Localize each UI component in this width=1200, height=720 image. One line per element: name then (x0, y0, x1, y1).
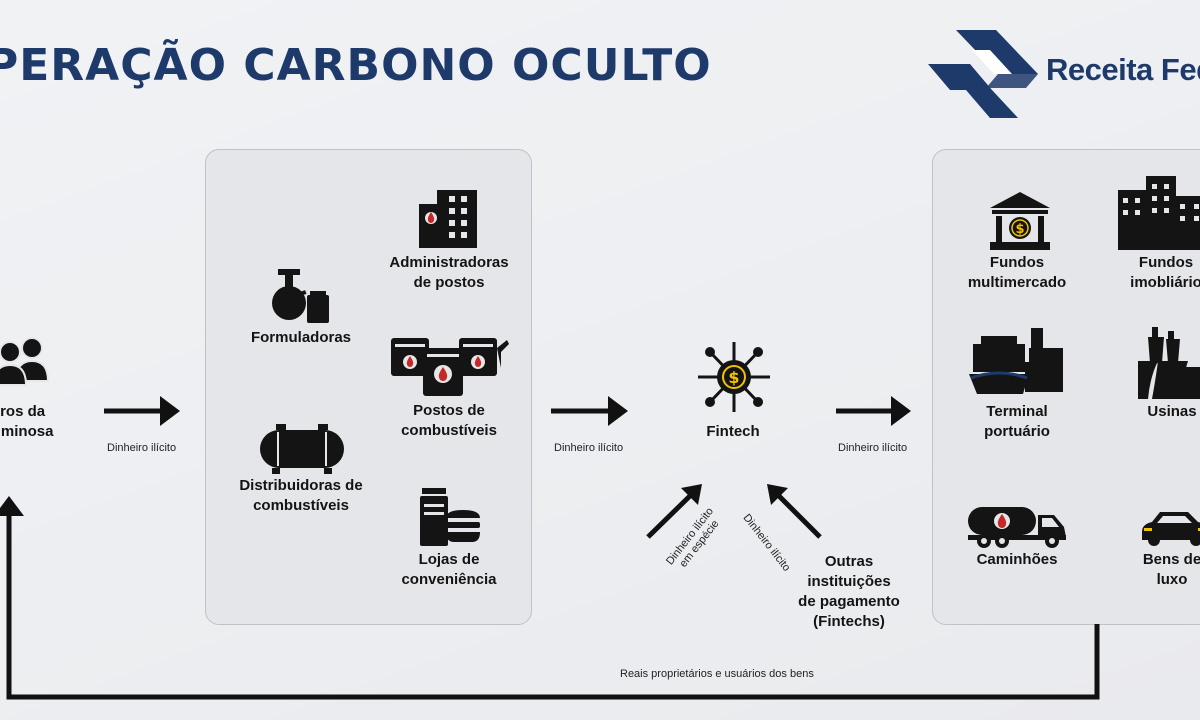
buildings-icon (1118, 176, 1200, 250)
edge-label-dinheiro-3: Dinheiro ilícito (838, 442, 908, 454)
lab-flask-icon (272, 269, 329, 323)
node-membros: oros da criminosa (0, 403, 54, 440)
node-terminal: Terminal portuário (984, 403, 1050, 440)
node-usinas: Usinas (1147, 403, 1197, 420)
office-building-icon (419, 190, 477, 248)
fuel-tank-icon (260, 424, 344, 474)
companies-panel (205, 149, 532, 625)
node-fundos-imobiliario: Fundos imobliário (1130, 254, 1200, 291)
logo-text: Receita Fed (1046, 52, 1200, 87)
svg-text:$: $ (1015, 222, 1024, 237)
edge-label-dinheiro-1: Dinheiro ilícito (107, 442, 177, 454)
luxury-car-icon (1142, 512, 1200, 546)
edge-label-reais: Reais proprietários e usuários dos bens (620, 668, 814, 680)
bank-building-icon: $ (990, 192, 1050, 250)
power-plant-icon (1138, 327, 1200, 399)
node-fundos-multimercado: Fundos multimercado (967, 254, 1067, 291)
page-title: PERAÇÃO CARBONO OCULTO (0, 40, 712, 91)
node-distribuidoras: Distribuidoras de combustíveis (239, 477, 363, 514)
gas-station-icon (391, 338, 509, 396)
tanker-truck-icon (968, 507, 1066, 548)
convenience-store-icon (420, 488, 480, 546)
node-bens-luxo: Bens de luxo (1142, 551, 1200, 588)
edge-label-dinheiro-2: Dinheiro ilícito (554, 442, 624, 454)
node-formuladoras: Formuladoras (250, 329, 352, 346)
fintech-network-icon: $ (698, 342, 770, 412)
node-outras-instituicoes: Outras instituições de pagamento (Fintec… (798, 553, 900, 630)
svg-text:$: $ (728, 368, 739, 387)
node-postos: Postos de combustíveis (401, 402, 497, 439)
node-lojas: Lojas de conveniência (401, 551, 497, 588)
receita-federal-logo (928, 30, 1038, 118)
port-terminal-icon (969, 328, 1063, 394)
node-caminhoes: Caminhões (976, 551, 1058, 568)
node-fintech: Fintech (706, 423, 760, 440)
node-administradoras: Administradoras de postos (389, 254, 509, 291)
people-icon (0, 337, 50, 386)
